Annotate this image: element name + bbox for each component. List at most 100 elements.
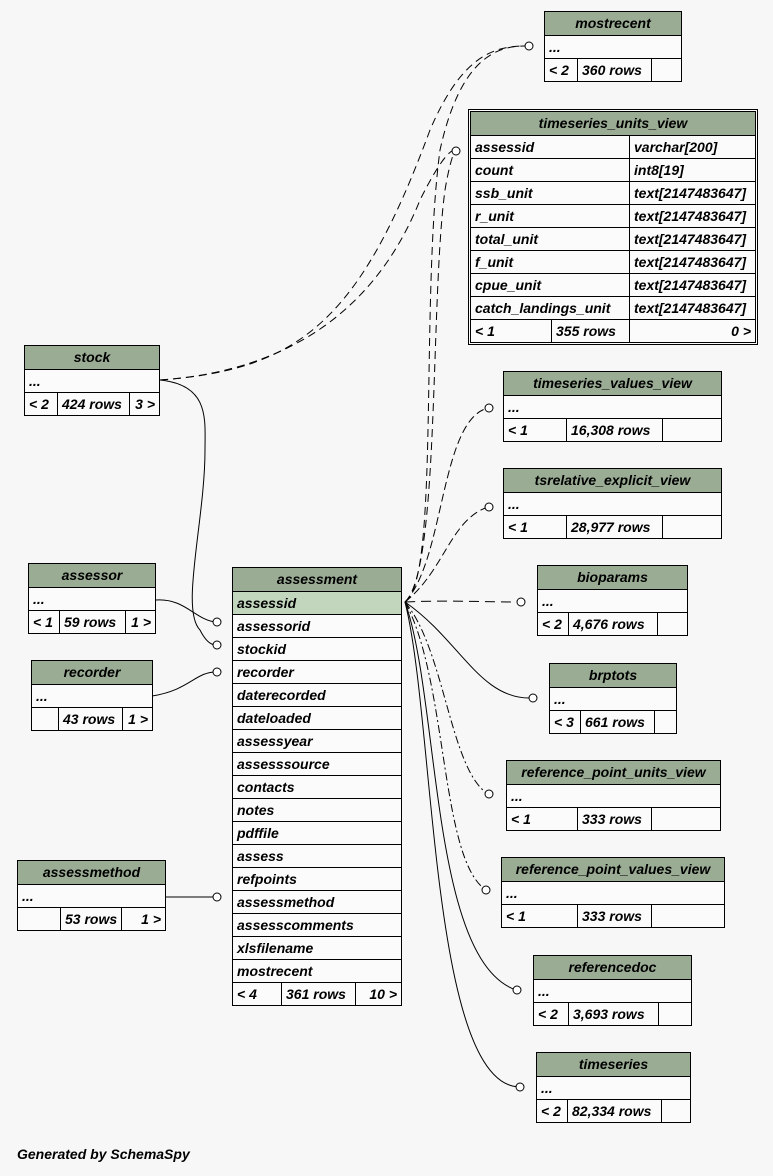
- parents-count[interactable]: [18, 908, 60, 930]
- table-referencedoc[interactable]: referencedoc ... < 2 3,693 rows: [533, 955, 692, 1026]
- children-count[interactable]: [658, 1003, 691, 1025]
- table-title[interactable]: tsrelative_explicit_view: [504, 469, 721, 493]
- table-title[interactable]: reference_point_values_view: [502, 858, 724, 882]
- table-title[interactable]: mostrecent: [545, 12, 681, 36]
- table-row[interactable]: mostrecent: [233, 960, 401, 983]
- table-timeseries[interactable]: timeseries ... < 2 82,334 rows: [536, 1052, 691, 1123]
- parents-count[interactable]: < 1: [475, 323, 495, 339]
- parents-count[interactable]: < 2: [538, 1006, 558, 1022]
- children-count[interactable]: 3 >: [129, 393, 159, 415]
- table-title[interactable]: timeseries_values_view: [504, 372, 721, 396]
- table-reference-point-units-view[interactable]: reference_point_units_view ... < 1 333 r…: [506, 760, 721, 831]
- table-row: ...: [504, 396, 721, 419]
- table-row[interactable]: dateloaded: [233, 707, 401, 730]
- edge-stock-assessment: [159, 379, 217, 646]
- children-count[interactable]: [661, 1100, 690, 1122]
- table-row[interactable]: assessmethod: [233, 891, 401, 914]
- parents-count[interactable]: < 1: [511, 811, 531, 827]
- table-title[interactable]: brptots: [550, 664, 676, 688]
- table-stock[interactable]: stock ... < 2 424 rows 3 >: [24, 345, 160, 416]
- table-title[interactable]: timeseries_units_view: [471, 112, 755, 136]
- table-row: ...: [537, 1077, 690, 1100]
- children-count[interactable]: 1 >: [122, 708, 152, 730]
- table-title[interactable]: referencedoc: [534, 956, 691, 980]
- table-row[interactable]: xlsfilename: [233, 937, 401, 960]
- table-footer: < 2 82,334 rows: [537, 1100, 690, 1122]
- table-assessmethod[interactable]: assessmethod ... 53 rows 1 >: [17, 860, 166, 931]
- table-row[interactable]: notes: [233, 799, 401, 822]
- table-mostrecent[interactable]: mostrecent ... < 2 360 rows: [544, 11, 682, 82]
- table-row[interactable]: contacts: [233, 776, 401, 799]
- children-count[interactable]: [662, 516, 721, 538]
- table-title[interactable]: stock: [25, 346, 159, 370]
- row-count: 355 rows: [551, 320, 629, 342]
- table-row[interactable]: daterecorded: [233, 684, 401, 707]
- table-brptots[interactable]: brptots ... < 3 661 rows: [549, 663, 677, 734]
- parents-count[interactable]: < 2: [541, 1103, 561, 1119]
- table-row[interactable]: refpoints: [233, 868, 401, 891]
- table-assessment[interactable]: assessment assessid assessorid stockid r…: [232, 567, 402, 1006]
- parents-count[interactable]: < 4: [237, 986, 257, 1002]
- children-count[interactable]: 10 >: [355, 983, 401, 1005]
- children-count[interactable]: [651, 905, 724, 927]
- table-assessor[interactable]: assessor ... < 1 59 rows 1 >: [28, 563, 156, 634]
- parents-count[interactable]: < 2: [549, 62, 569, 78]
- parents-count[interactable]: < 1: [506, 908, 526, 924]
- column-name: r_unit: [475, 208, 514, 224]
- table-row[interactable]: assessyear: [233, 730, 401, 753]
- children-count[interactable]: [651, 808, 720, 830]
- edge-end-bioparams: [516, 597, 526, 607]
- table-title[interactable]: recorder: [32, 661, 152, 685]
- parents-count[interactable]: < 1: [508, 519, 528, 535]
- table-title[interactable]: assessment: [233, 568, 401, 592]
- children-count[interactable]: 1 >: [121, 908, 165, 930]
- children-count[interactable]: [651, 59, 681, 81]
- parents-count[interactable]: < 3: [554, 714, 574, 730]
- table-row[interactable]: assesssource: [233, 753, 401, 776]
- table-bioparams[interactable]: bioparams ... < 2 4,676 rows: [537, 565, 688, 636]
- table-title[interactable]: assessor: [29, 564, 155, 588]
- table-row[interactable]: pdffile: [233, 822, 401, 845]
- column-type: int8[19]: [629, 159, 755, 181]
- table-timeseries-values-view[interactable]: timeseries_values_view ... < 1 16,308 ro…: [503, 371, 722, 442]
- column-name: assessyear: [237, 733, 313, 749]
- table-title[interactable]: bioparams: [538, 566, 687, 590]
- table-title[interactable]: reference_point_units_view: [507, 761, 720, 785]
- row-count: 333 rows: [577, 905, 651, 927]
- children-count[interactable]: [654, 711, 676, 733]
- table-title[interactable]: assessmethod: [18, 861, 165, 885]
- edge-assessment-referencedoc: [404, 601, 517, 991]
- parents-count[interactable]: < 1: [508, 422, 528, 438]
- edge-end-timeseries-units-view: [451, 146, 461, 156]
- table-reference-point-values-view[interactable]: reference_point_values_view ... < 1 333 …: [501, 857, 725, 928]
- parents-count[interactable]: < 2: [542, 616, 562, 632]
- parents-count[interactable]: < 2: [29, 396, 49, 412]
- column-name: daterecorded: [237, 687, 326, 703]
- table-title[interactable]: timeseries: [537, 1053, 690, 1077]
- table-row[interactable]: assesscomments: [233, 914, 401, 937]
- children-count[interactable]: 0 >: [629, 320, 755, 342]
- children-count[interactable]: [662, 419, 721, 441]
- parents-count[interactable]: < 1: [33, 614, 53, 630]
- table-tsrelative-explicit-view[interactable]: tsrelative_explicit_view ... < 1 28,977 …: [503, 468, 722, 539]
- table-row[interactable]: stockid: [233, 638, 401, 661]
- table-row[interactable]: assess: [233, 845, 401, 868]
- table-row-primary-key[interactable]: assessid: [233, 592, 401, 615]
- children-count[interactable]: [657, 613, 687, 635]
- children-count[interactable]: 1 >: [125, 611, 155, 633]
- table-row[interactable]: assessorid: [233, 615, 401, 638]
- table-recorder[interactable]: recorder ... 43 rows 1 >: [31, 660, 153, 731]
- column-name: cpue_unit: [475, 277, 542, 293]
- table-row[interactable]: recorder: [233, 661, 401, 684]
- column-type: text[2147483647]: [629, 274, 755, 296]
- parents-count[interactable]: [32, 708, 58, 730]
- table-row[interactable]: cpue_unit text[2147483647]: [471, 274, 755, 297]
